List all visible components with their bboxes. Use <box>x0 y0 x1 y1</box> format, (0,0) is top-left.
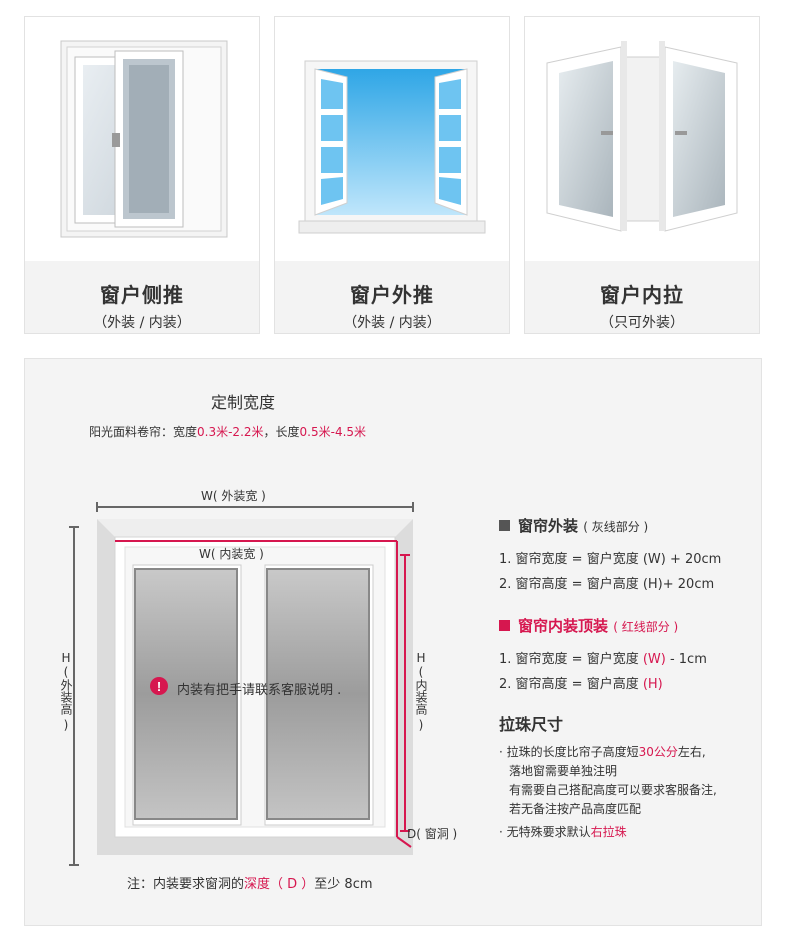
card-caption: 窗户外推 （外装 / 内装） <box>275 261 509 333</box>
bead-note-2: 落地窗需要单独注明 <box>509 764 618 778</box>
svg-text:!: ! <box>157 679 161 694</box>
inner-height-paren-close: ) <box>418 718 424 732</box>
panel-title: 定制宽度 <box>211 393 276 412</box>
custom-size-panel: 定制宽度 阳光面料卷帘：宽度0.3米-2.2米，长度0.5米-4.5米 <box>24 358 762 926</box>
card-subtitle: （只可外装） <box>600 315 684 331</box>
outer-install-title: 窗帘外装 <box>518 517 579 535</box>
inner-height-paren-open: ( <box>418 665 424 679</box>
card-title: 窗户外推 <box>350 283 434 307</box>
outer-height-paren-close: ) <box>63 718 69 732</box>
window-type-cards: 窗户侧推 （外装 / 内装） <box>24 16 760 336</box>
size-prefix: 阳光面料卷帘：宽度 <box>89 425 198 439</box>
inner-formula-width: 1. 窗帘宽度 = 窗户宽度 (W) - 1cm <box>499 648 707 667</box>
outer-height-label: H ( 外装高 ) <box>59 651 73 732</box>
length-range: 0.5米-4.5米 <box>299 425 367 439</box>
card-title: 窗户内拉 <box>600 283 684 307</box>
bead-note-3: 有需要自己搭配高度可以要求客服备注, <box>509 783 717 797</box>
note-red: 右拉珠 <box>590 825 627 839</box>
formula-text: 2. 窗帘高度 = 窗户高度 <box>499 677 643 692</box>
depth-note-suffix: 至少 8cm <box>314 877 373 892</box>
panel-subtitle: 阳光面料卷帘：宽度0.3米-2.2米，长度0.5米-4.5米 <box>89 423 366 440</box>
card-caption: 窗户侧推 （外装 / 内装） <box>25 261 259 333</box>
outer-install-header: 窗帘外装 ( 灰线部分 ) <box>499 515 721 536</box>
window-measure-diagram: ! <box>69 502 414 866</box>
inner-height-label: H ( 内装高 ) <box>414 651 428 732</box>
note-text: · 拉珠的长度比帘子高度短 <box>499 745 639 759</box>
outer-formula-width: 1. 窗帘宽度 = 窗户宽度 (W) + 20cm <box>499 548 721 567</box>
formula-var: (W) <box>642 652 666 667</box>
formula-text: 1. 窗帘宽度 = 窗户宽度 <box>499 552 643 567</box>
outer-formula-height: 2. 窗帘高度 = 窗户高度 (H)+ 20cm <box>499 573 721 592</box>
bead-size-section: 拉珠尺寸 · 拉珠的长度比帘子高度短30公分左右, 落地窗需要单独注明 有需要自… <box>499 711 717 842</box>
formula-var: (W) <box>642 552 666 567</box>
outer-install-section: 窗帘外装 ( 灰线部分 ) 1. 窗帘宽度 = 窗户宽度 (W) + 20cm … <box>499 515 721 592</box>
formula-text: + 20cm <box>665 552 722 567</box>
formula-text: 2. 窗帘高度 = 窗户高度 <box>499 577 643 592</box>
card-caption: 窗户内拉 （只可外装） <box>525 261 759 333</box>
bead-title: 拉珠尺寸 <box>499 715 564 734</box>
gray-square-icon <box>499 520 510 531</box>
outer-width-label: W( 外装宽 ) <box>201 489 266 503</box>
card-subtitle: （外装 / 内装） <box>93 315 191 331</box>
depth-note-red: 深度（ D ） <box>244 877 315 892</box>
outer-height-h: H <box>61 651 71 665</box>
width-range: 0.3米-2.2米 <box>197 425 264 439</box>
bead-note-5: · 无特殊要求默认右拉珠 <box>499 823 717 842</box>
depth-note: 注：内装要求窗洞的深度（ D ）至少 8cm <box>127 873 373 892</box>
note-red: 30公分 <box>638 745 678 759</box>
size-mid: ，长度 <box>263 425 300 439</box>
red-square-icon <box>499 620 510 631</box>
outer-height-text: 外装高 <box>59 679 73 715</box>
note-text: 左右, <box>677 745 706 759</box>
formula-text: + 20cm <box>662 577 715 592</box>
formula-var: (H) <box>642 677 663 692</box>
inner-install-title: 窗帘内装顶装 <box>518 617 609 635</box>
card-title: 窗户侧推 <box>100 283 184 307</box>
inner-height-text: 内装高 <box>414 679 428 715</box>
inner-install-section: 窗帘内装顶装 ( 红线部分 ) 1. 窗帘宽度 = 窗户宽度 (W) - 1cm… <box>499 615 707 692</box>
depth-label: D( 窗洞 ) <box>407 827 458 841</box>
inner-install-hint: ( 红线部分 ) <box>613 620 679 634</box>
inner-install-header: 窗帘内装顶装 ( 红线部分 ) <box>499 615 707 636</box>
card-inward-window[interactable]: 窗户内拉 （只可外装） <box>524 16 760 334</box>
outward-window-image <box>275 17 509 261</box>
note-text: · 无特殊要求默认 <box>499 825 591 839</box>
inner-width-label: W( 内装宽 ) <box>199 547 264 561</box>
inner-formula-height: 2. 窗帘高度 = 窗户高度 (H) <box>499 673 707 692</box>
card-outward-window[interactable]: 窗户外推 （外装 / 内装） <box>274 16 510 334</box>
bead-note-1: · 拉珠的长度比帘子高度短30公分左右, <box>499 743 717 762</box>
formula-text: 1. 窗帘宽度 = 窗户宽度 <box>499 652 643 667</box>
card-sliding-window[interactable]: 窗户侧推 （外装 / 内装） <box>24 16 260 334</box>
inner-height-h: H <box>416 651 426 665</box>
bead-note-4: 若无备注按产品高度匹配 <box>509 802 642 816</box>
sliding-window-image <box>25 17 259 261</box>
formula-text: - 1cm <box>665 652 707 667</box>
outer-height-paren-open: ( <box>63 665 69 679</box>
outer-install-hint: ( 灰线部分 ) <box>583 520 649 534</box>
handle-warning: 内装有把手请联系客服说明 . <box>177 683 342 698</box>
warning-icon <box>150 677 168 695</box>
formula-var: (H) <box>642 577 663 592</box>
inward-window-image <box>525 17 759 261</box>
depth-note-prefix: 注：内装要求窗洞的 <box>127 877 245 892</box>
card-subtitle: （外装 / 内装） <box>343 315 441 331</box>
